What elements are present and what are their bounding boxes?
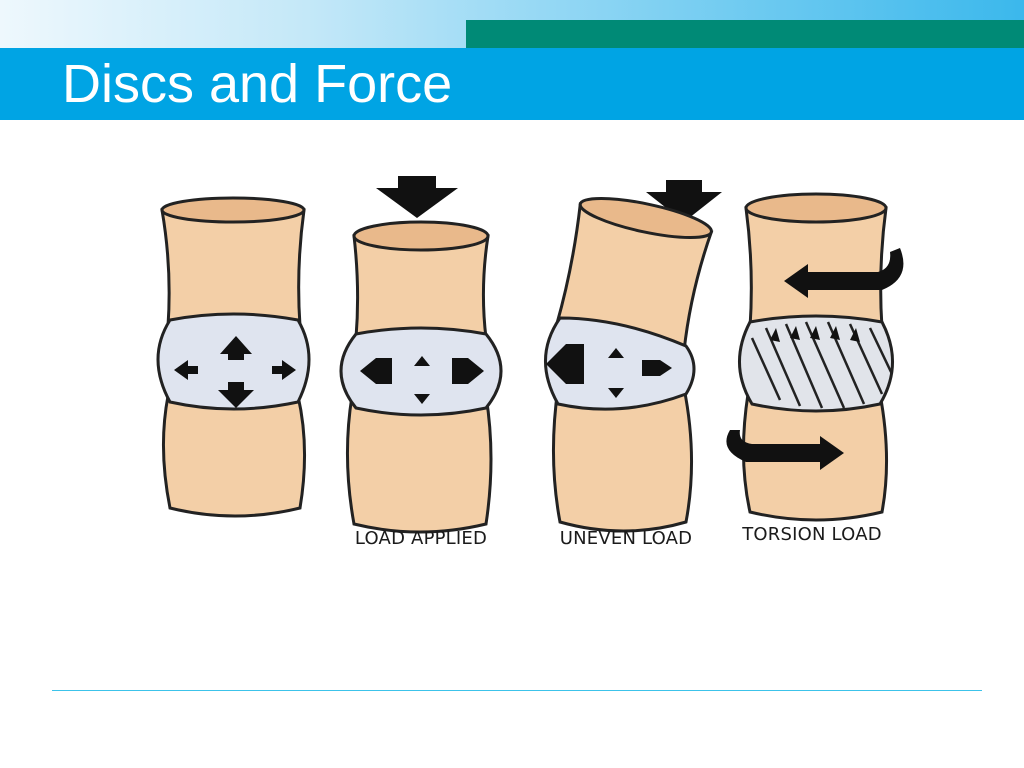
- arrow-up-icon: [220, 336, 252, 360]
- caption-load-applied: LOAD APPLIED: [355, 528, 487, 549]
- header-accent-bar: [466, 20, 1024, 48]
- slide-title: Discs and Force: [62, 54, 453, 114]
- arrow-right-icon: [452, 358, 484, 384]
- arrow-left-icon: [360, 358, 392, 384]
- arrow-up-icon: [608, 348, 624, 358]
- caption-uneven-load: UNEVEN LOAD: [560, 528, 693, 549]
- lower-vertebra: [161, 394, 307, 518]
- disc: [544, 316, 696, 411]
- disc: [339, 326, 503, 417]
- arrow-left-icon: [546, 344, 584, 384]
- arrow-right-icon: [272, 360, 296, 380]
- rotation-arrow-icon: [726, 430, 844, 470]
- disc-force-figure: LOAD APPLIED UNEVEN LOAD: [140, 168, 910, 568]
- panel-torsion-load: TORSION LOAD: [726, 192, 904, 545]
- arrow-down-icon: [218, 382, 254, 408]
- disc-force-diagram: LOAD APPLIED UNEVEN LOAD: [156, 176, 904, 549]
- arrow-down-icon: [608, 388, 624, 398]
- arrow-right-icon: [642, 360, 672, 376]
- rotation-arrow-icon: [784, 248, 904, 298]
- upper-vertebra: [744, 192, 888, 330]
- arrow-down-icon: [414, 394, 430, 404]
- lower-vertebra: [345, 394, 493, 534]
- upper-vertebra: [160, 196, 306, 328]
- upper-vertebra: [555, 196, 714, 353]
- title-band: [0, 48, 1024, 120]
- disc: [738, 314, 894, 413]
- compression-arrow-icon: [646, 180, 722, 222]
- lower-vertebra: [551, 386, 693, 533]
- panel-neutral: [156, 196, 311, 518]
- arrow-left-icon: [174, 360, 198, 380]
- upper-vertebra: [352, 220, 490, 340]
- disc: [156, 312, 311, 411]
- panel-load-applied: LOAD APPLIED: [339, 176, 503, 549]
- footer-divider: [52, 690, 982, 691]
- caption-torsion-load: TORSION LOAD: [741, 524, 882, 545]
- compression-arrow-icon: [376, 176, 458, 218]
- panel-uneven-load: UNEVEN LOAD: [544, 180, 722, 549]
- arrow-up-icon: [414, 356, 430, 366]
